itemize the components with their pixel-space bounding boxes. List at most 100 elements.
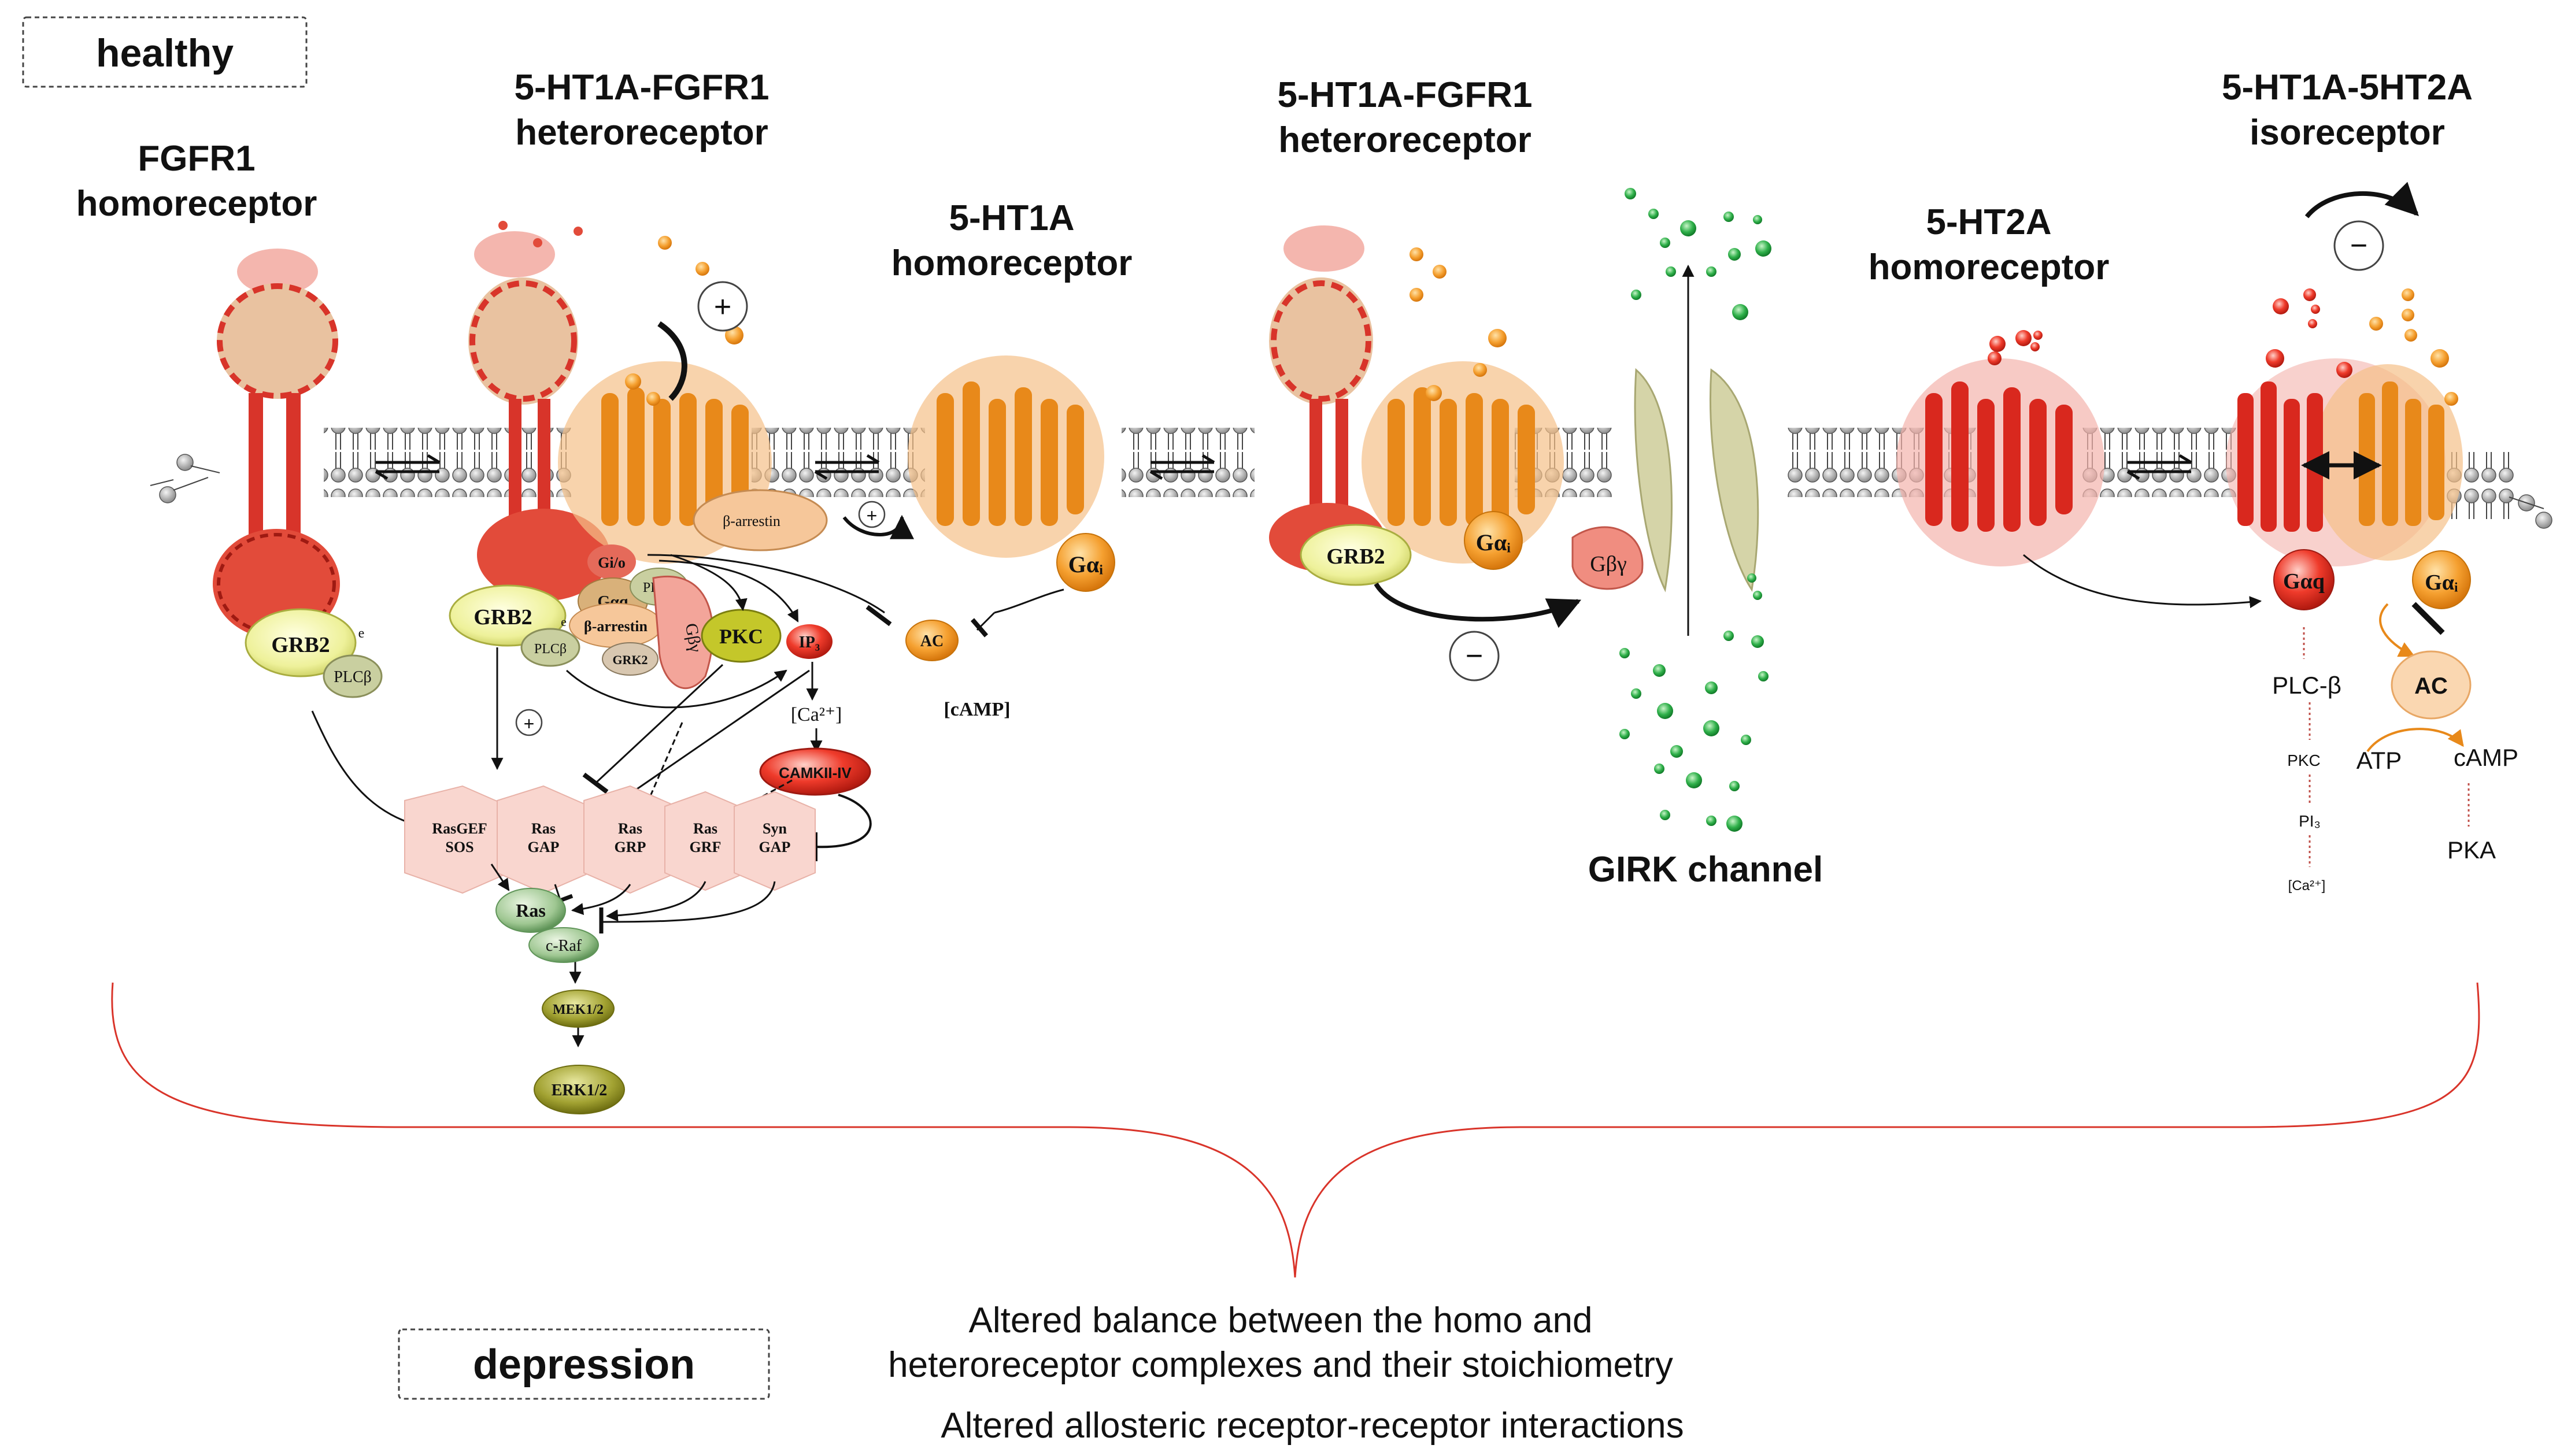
mapk-cascade: Ras c-Raf MEK1/2 ERK1/2: [490, 864, 776, 1114]
grb2-label-1: GRB2: [271, 633, 330, 657]
plus-sign-3: +: [524, 713, 535, 734]
camp-label: cAMP: [2454, 744, 2518, 771]
signaling-cluster: Gi/o Gαq PLCβ β-arrestin GRK2 Gβγ GRB2 P…: [449, 544, 833, 690]
lipid-fragment-right: [2509, 494, 2552, 529]
gaq-iso-label: Gαq: [2283, 569, 2325, 594]
potassium-ions: [1619, 188, 1771, 832]
hetero2-ligands: [1410, 247, 1507, 401]
hetero2-fgfr1: [1269, 225, 1385, 572]
hetero1-title-1: 5-HT1A-FGFR1: [515, 68, 770, 108]
ht2a-homoreceptor: [1896, 330, 2262, 609]
receptor-titles: FGFR1 homoreceptor 5-HT1A-FGFR1 heterore…: [76, 68, 2473, 287]
ca-small-label: [Ca²⁺]: [2288, 878, 2326, 894]
rasgrf-line1: Ras: [693, 820, 717, 837]
grb2-label-2: GRB2: [473, 605, 532, 629]
camp-bracket-label: [cAMP]: [944, 699, 1010, 720]
rasgap-line1: Ras: [531, 820, 556, 837]
rasgap-line2: GAP: [528, 839, 560, 855]
iso-title-2: isoreceptor: [2250, 113, 2445, 153]
pi3-label: PI₃: [2299, 812, 2321, 830]
ht1a-homo-title-1: 5-HT1A: [949, 198, 1074, 238]
iso-gaq-pathway: Gαq PLC-β PKC PI₃ [Ca²⁺]: [2272, 549, 2341, 894]
plus-sign-2: +: [867, 505, 878, 526]
ht2a-homo-title-2: homoreceptor: [1869, 247, 2110, 287]
hetero1-title-2: heteroreceptor: [515, 113, 768, 153]
fgfr1-homo-title-2: homoreceptor: [76, 184, 317, 224]
barrestin-label-2: β-arrestin: [584, 618, 648, 635]
ac-label-1: AC: [920, 632, 944, 650]
ca-label: [Ca²⁺]: [791, 704, 842, 725]
e-label-2: e: [561, 614, 567, 629]
girk-channel: Gβγ GIRK channel: [1571, 264, 1823, 890]
minus-sign-2: −: [2350, 229, 2367, 262]
hetero2-5ht1a: [1362, 361, 1564, 564]
pkc-label: PKC: [719, 625, 763, 648]
e-label-1: e: [358, 626, 365, 641]
gai-label-1: Gαᵢ: [1068, 551, 1104, 577]
fgfr1-homoreceptor: [213, 249, 340, 639]
syngap-line1: Syn: [763, 820, 787, 837]
ac-label-2: AC: [2414, 673, 2448, 699]
plcb-label-3: PLCβ: [534, 642, 567, 657]
hetero2-title-1: 5-HT1A-FGFR1: [1278, 75, 1533, 115]
isoreceptor: −: [2226, 181, 2463, 566]
footer-line-3: Altered allosteric receptor-receptor int…: [941, 1406, 1684, 1446]
plc-b-label: PLC-β: [2272, 672, 2341, 699]
equilibrium-arrows: [375, 454, 2192, 480]
hetero1-fgfr1: [468, 231, 610, 601]
hetero1-arrows: [491, 554, 892, 816]
grk2-label: GRK2: [612, 653, 648, 667]
healthy-box: healthy: [22, 16, 308, 88]
iso-gai-pathway: Gαᵢ AC ATP cAMP PKA: [2356, 550, 2518, 864]
plcb-label-1: PLCβ: [334, 668, 372, 686]
erk-label: ERK1/2: [552, 1081, 607, 1099]
ht2a-homo-title-1: 5-HT2A: [1926, 202, 2051, 242]
rasgrp-line1: Ras: [618, 820, 642, 837]
plus-sign-3-group: +: [515, 709, 543, 736]
depression-box: depression: [398, 1328, 770, 1400]
ac-group-1: AC [cAMP]: [905, 588, 1064, 720]
ht1a-homoreceptor: [908, 355, 1104, 558]
pka-label: PKA: [2447, 836, 2496, 864]
rasgef-line2: SOS: [445, 839, 473, 855]
gai-label-2: Gαᵢ: [1476, 529, 1511, 555]
footer-line-1: Altered balance between the homo and: [969, 1301, 1593, 1340]
craf-label: c-Raf: [546, 937, 582, 955]
summary-brace: [111, 982, 2480, 1278]
rasgef-line1: RasGEF: [432, 820, 487, 837]
girk-label: GIRK channel: [1588, 850, 1823, 890]
footer-line-2: heteroreceptor complexes and their stoic…: [888, 1345, 1673, 1385]
ras-regulator-row: RasGEF SOS Ras GAP Ras GRP Ras GRF Syn G…: [404, 785, 816, 894]
gby-label-2: Gβγ: [1590, 552, 1627, 576]
gai-group-1: Gαᵢ: [1056, 533, 1115, 592]
ht1a-homo-title-2: homoreceptor: [891, 243, 1133, 283]
minus-sign-1: −: [1466, 639, 1483, 673]
mek-label: MEK1/2: [553, 1002, 604, 1017]
ip3-label: IP₃: [799, 633, 820, 651]
rasgrp-line2: GRP: [615, 839, 646, 855]
healthy-label: healthy: [96, 31, 234, 75]
footer-text: Altered balance between the homo and het…: [888, 1301, 1684, 1446]
barrestin-complex: β-arrestin +: [693, 489, 914, 551]
hetero2-title-2: heteroreceptor: [1278, 120, 1531, 160]
rasgrf-line2: GRF: [690, 839, 722, 855]
pkc-small-label: PKC: [2287, 751, 2321, 769]
syngap-line2: GAP: [759, 839, 791, 855]
barrestin-label: β-arrestin: [723, 513, 780, 529]
fgfr1-homo-title-1: FGFR1: [138, 139, 255, 179]
grb2-complex-3: GRB2 Gαᵢ: [1300, 511, 1523, 586]
hetero2-to-gby-arrow: −: [1374, 582, 1582, 681]
grb2-label-3: GRB2: [1326, 544, 1385, 569]
gio-label: Gi/o: [598, 554, 626, 571]
ras-label: Ras: [516, 900, 546, 921]
positive-cooperativity-sign: +: [657, 281, 748, 401]
atp-label: ATP: [2356, 747, 2402, 774]
iso-title-1: 5-HT1A-5HT2A: [2222, 68, 2473, 108]
plus-sign-1: +: [714, 290, 731, 324]
camkii-label: CAMKII-IV: [779, 764, 852, 781]
lipid-fragment-left: [150, 454, 220, 503]
gai-label-3: Gαᵢ: [2425, 570, 2458, 595]
grb2-complex-1: GRB2 PLCβ e: [245, 608, 383, 698]
depression-label: depression: [473, 1342, 695, 1388]
